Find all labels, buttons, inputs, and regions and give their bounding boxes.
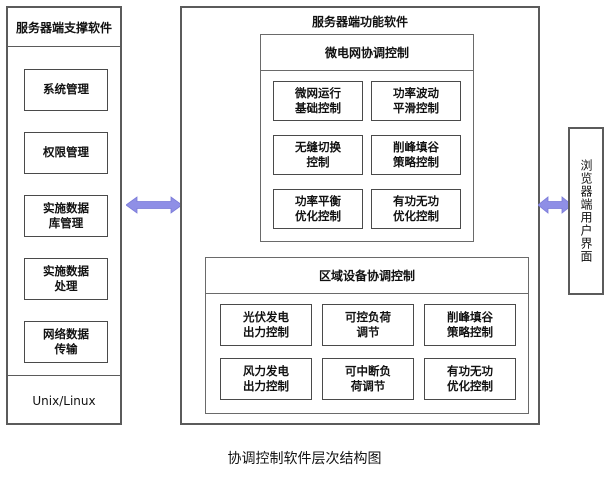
module-network-data-transmission[interactable]: 网络数据 传输 [24,321,108,363]
server-support-software-panel: 服务器端支撑软件 系统管理 权限管理 实施数据 库管理 实施数据 处理 网络数据… [6,6,122,425]
regional-device-coordination-control-title: 区域设备协调控制 [206,258,528,294]
module-power-balance-optimization[interactable]: 功率平衡 优化控制 [273,189,363,229]
browser-client-ui-title: 浏览器端用户界面 [579,159,593,263]
server-support-software-title: 服务器端支撑软件 [8,8,120,47]
module-data-processing[interactable]: 实施数据 处理 [24,258,108,300]
browser-client-ui-panel: 浏览器端用户界面 [568,127,604,295]
regional-device-coordination-control-section: 区域设备协调控制 光伏发电 出力控制 可控负荷 调节 削峰填谷 策略控制 风力发… [205,257,529,414]
module-active-reactive-optimization-regional[interactable]: 有功无功 优化控制 [424,358,516,400]
module-peak-shaving-strategy-control[interactable]: 削峰填谷 策略控制 [371,135,461,175]
module-power-fluctuation-smoothing[interactable]: 功率波动 平滑控制 [371,81,461,121]
module-microgrid-basic-control[interactable]: 微网运行 基础控制 [273,81,363,121]
operating-system-band: Unix/Linux [8,375,120,425]
module-system-management[interactable]: 系统管理 [24,69,108,111]
module-wind-generation-output-control[interactable]: 风力发电 出力控制 [220,358,312,400]
server-function-software-panel: 服务器端功能软件 微电网协调控制 微网运行 基础控制 功率波动 平滑控制 无缝切… [180,6,540,425]
module-pv-generation-output-control[interactable]: 光伏发电 出力控制 [220,304,312,346]
module-database-management[interactable]: 实施数据 库管理 [24,195,108,237]
module-seamless-switching-control[interactable]: 无缝切换 控制 [273,135,363,175]
microgrid-coordination-control-title: 微电网协调控制 [261,35,473,71]
double-arrow-horizontal-icon-left [125,193,183,217]
module-interruptible-load-regulation[interactable]: 可中断负 荷调节 [322,358,414,400]
module-active-reactive-optimization[interactable]: 有功无功 优化控制 [371,189,461,229]
module-controllable-load-regulation[interactable]: 可控负荷 调节 [322,304,414,346]
module-permission-management[interactable]: 权限管理 [24,132,108,174]
module-peak-shaving-strategy-control-regional[interactable]: 削峰填谷 策略控制 [424,304,516,346]
figure-caption: 协调控制软件层次结构图 [227,451,382,467]
microgrid-coordination-control-section: 微电网协调控制 微网运行 基础控制 功率波动 平滑控制 无缝切换 控制 削峰填谷… [260,34,474,242]
server-function-software-title: 服务器端功能软件 [311,14,408,29]
double-arrow-horizontal-icon-right [537,193,573,217]
